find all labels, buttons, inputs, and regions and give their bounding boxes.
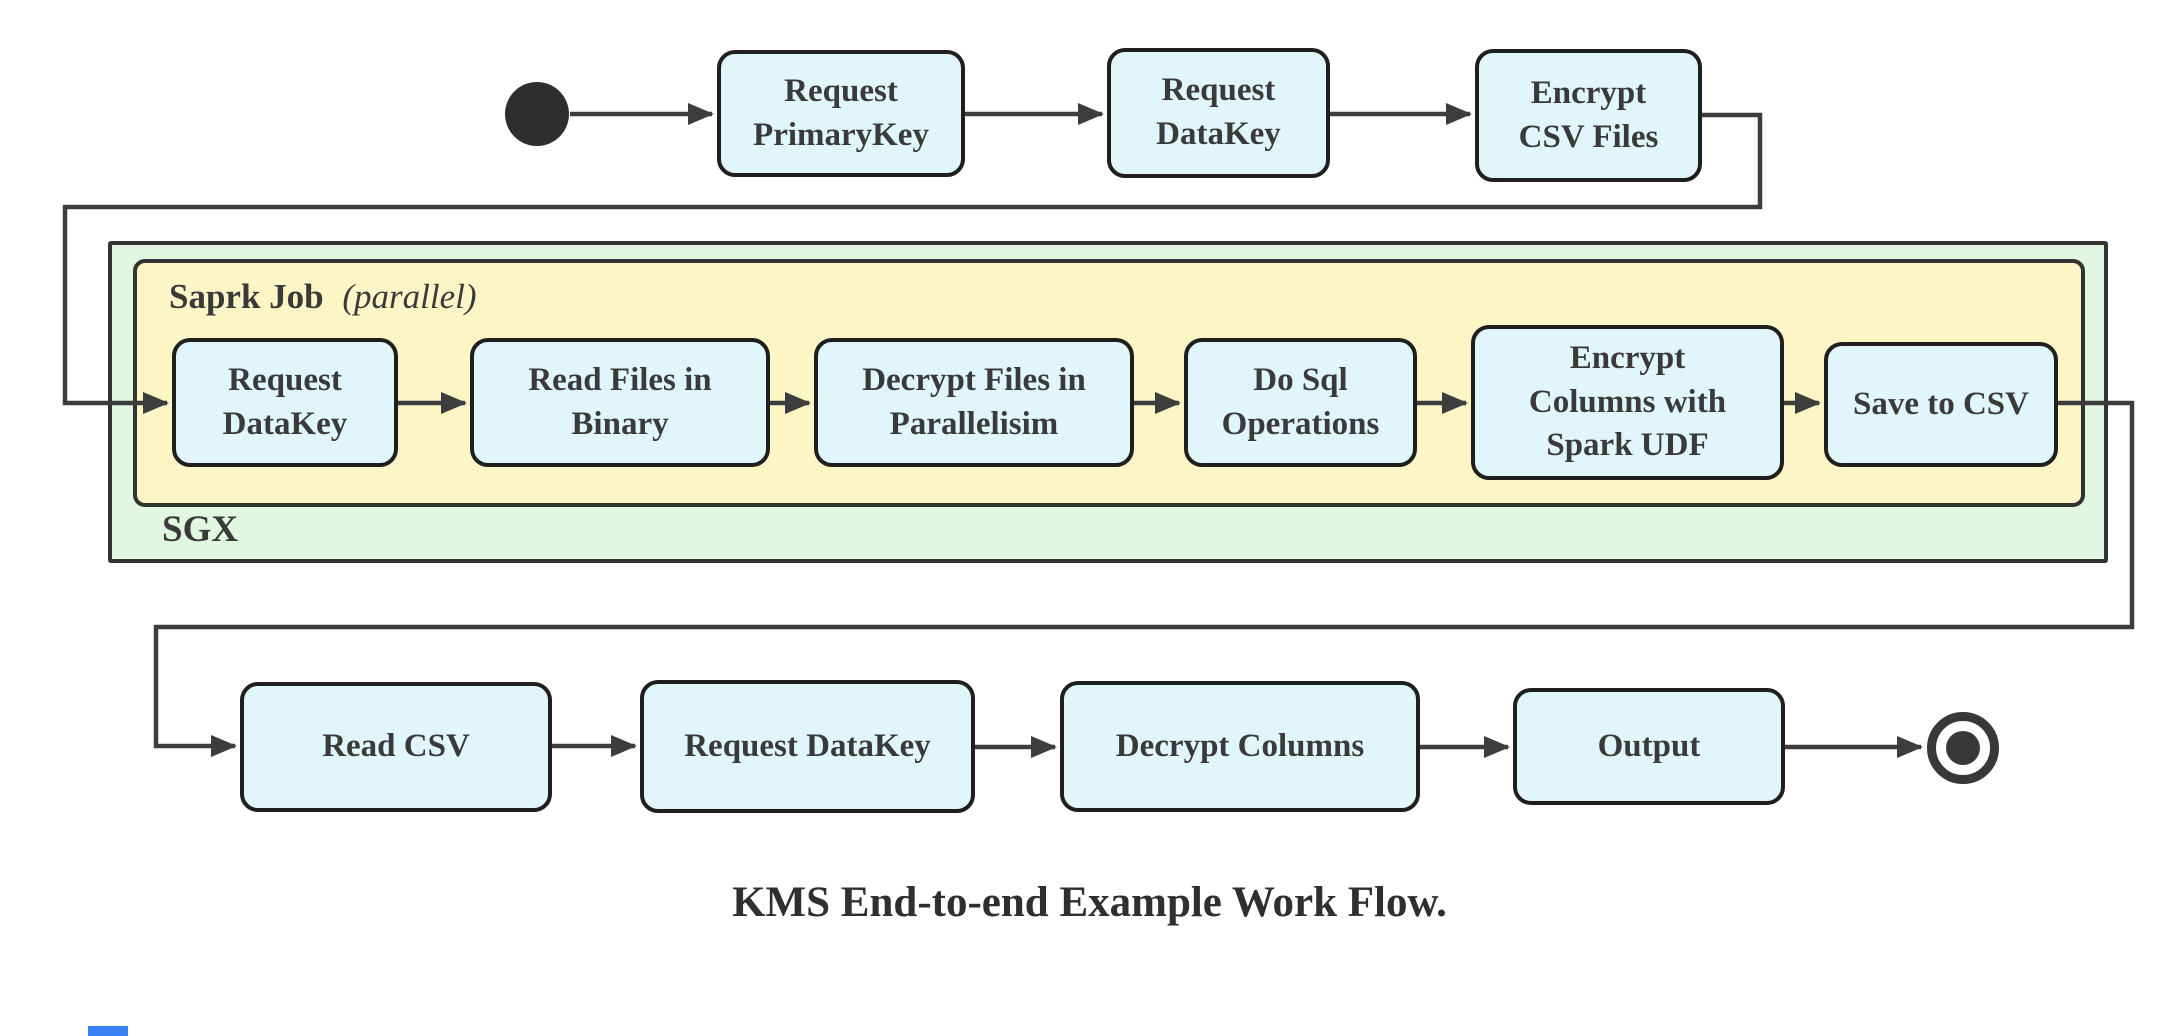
node-request-datakey-top: Request DataKey [1107, 48, 1330, 178]
node-encrypt-columns-with-spark-udf: Encrypt Columns with Spark UDF [1471, 325, 1784, 480]
node-request-datakey-bottom: Request DataKey [640, 680, 975, 813]
node-save-to-csv: Save to CSV [1824, 342, 2058, 467]
final-state-core [1946, 731, 1980, 765]
node-read-files-in-binary: Read Files in Binary [470, 338, 770, 467]
spark-job-label: Saprk Job [169, 277, 324, 316]
final-state-node [1927, 712, 1999, 784]
spark-job-container-title: Saprk Job (parallel) [169, 277, 477, 317]
diagram-caption: KMS End-to-end Example Work Flow. [732, 879, 1447, 926]
edge-save-csv-to-read-csv [153, 400, 2135, 757]
node-read-csv: Read CSV [240, 682, 552, 812]
edge-encrypt-csv-files-to-spark-request-datakey [62, 112, 1763, 414]
node-decrypt-columns: Decrypt Columns [1060, 681, 1420, 812]
spark-job-parallel-qualifier: (parallel) [342, 277, 477, 316]
node-encrypt-csv-files: Encrypt CSV Files [1475, 49, 1702, 182]
node-output: Output [1513, 688, 1785, 805]
node-decrypt-files-in-parallelisim: Decrypt Files in Parallelisim [814, 338, 1134, 467]
bottom-edge-artifact [88, 1026, 128, 1036]
node-do-sql-operations: Do Sql Operations [1184, 338, 1417, 467]
sgx-container-label: SGX [162, 509, 239, 550]
initial-state-node [505, 82, 569, 146]
node-request-primarykey: Request PrimaryKey [717, 50, 965, 177]
node-request-datakey-spark: Request DataKey [172, 338, 398, 467]
